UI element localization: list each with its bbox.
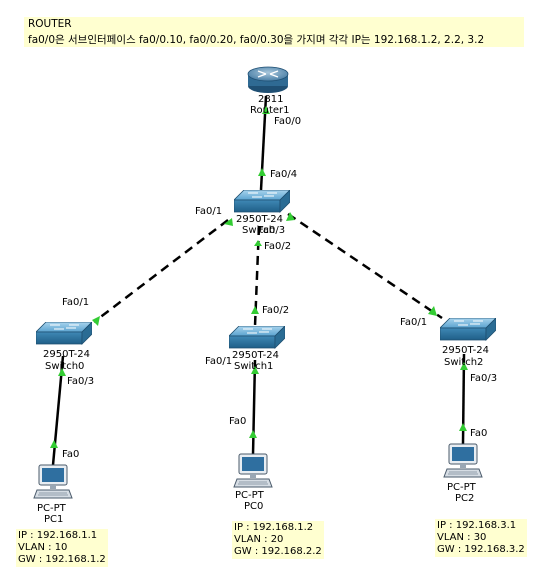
switch0-name-label: Switch0 <box>45 361 84 372</box>
port-indicator-switch0-fa01 <box>92 316 100 326</box>
pc2-gw: GW : 192.168.3.2 <box>437 544 525 555</box>
pc1-name-label: PC1 <box>44 514 63 525</box>
pc0-ip: IP : 192.168.1.2 <box>234 522 314 533</box>
pc2-ip: IP : 192.168.3.1 <box>437 520 517 531</box>
pc1-device[interactable] <box>33 464 73 499</box>
pc2-info-box: IP : 192.168.3.1 VLAN : 30 GW : 192.168.… <box>435 519 527 557</box>
port-label-switch1-fa02: Fa0/2 <box>262 305 289 316</box>
pc0-info-box: IP : 192.168.1.2 VLAN : 20 GW : 192.168.… <box>232 521 324 559</box>
port-indicator-router-fa00 <box>262 106 270 114</box>
switch2-model-label: 2950T-24 <box>442 345 489 356</box>
port-label-pc1-fa0: Fa0 <box>62 449 79 460</box>
port-label-switch-fa01: Fa0/1 <box>195 206 222 217</box>
pc0-device[interactable] <box>233 453 273 488</box>
port-indicator-pc1-fa0 <box>50 440 58 448</box>
port-label-switch-fa02: Fa0/2 <box>264 241 291 252</box>
link-switch1-pc0[interactable] <box>251 359 257 456</box>
pc2-vlan: VLAN : 30 <box>437 532 487 543</box>
switch2-name-label: Switch2 <box>444 357 483 368</box>
router-model-label: 2811 <box>258 94 283 105</box>
switch0-model-label: 2950T-24 <box>43 349 90 360</box>
pc2-model-label: PC-PT <box>447 482 477 493</box>
link-switch-switch2[interactable] <box>287 212 443 320</box>
port-indicator-switch1-fa01 <box>251 366 259 374</box>
port-label-switch2-fa01: Fa0/1 <box>400 317 427 328</box>
port-label-pc0-fa0: Fa0 <box>229 416 246 427</box>
port-label-switch0-fa01: Fa0/1 <box>62 297 89 308</box>
port-indicator-switch2-fa03 <box>460 362 468 370</box>
switch1-name-label: Switch1 <box>234 361 273 372</box>
pc1-model-label: PC-PT <box>37 503 67 514</box>
port-label-switch2-fa03: Fa0/3 <box>470 373 497 384</box>
port-indicator-switch-fa04 <box>258 168 266 176</box>
port-label-switch0-fa03: Fa0/3 <box>67 376 94 387</box>
router-name-label: Router1 <box>250 105 290 116</box>
pc0-model-label: PC-PT <box>235 490 265 501</box>
note-description: fa0/0은 서브인터페이스 fa0/0.10, fa0/0.20, fa0/0… <box>28 34 485 46</box>
switch-center-model-label: 2950T-24 <box>236 214 283 225</box>
port-indicator-switch1-fa02 <box>251 306 259 314</box>
pc2-name-label: PC2 <box>455 493 474 504</box>
router-arrows-icon <box>257 70 279 78</box>
port-indicator-switch-fa01 <box>224 218 233 226</box>
pc0-gw: GW : 192.168.2.2 <box>234 546 322 557</box>
port-indicator-switch0-fa03 <box>58 368 66 376</box>
pc1-info-box: IP : 192.168.1.1 VLAN : 10 GW : 192.168.… <box>16 529 108 567</box>
port-indicator-pc2-fa0 <box>459 423 467 431</box>
pc0-name-label: PC0 <box>244 501 263 512</box>
port-label-switch-fa03: Fa0/3 <box>258 225 285 236</box>
port-indicators <box>50 106 468 448</box>
port-indicator-switch2-fa01 <box>428 306 437 316</box>
port-label-pc2-fa0: Fa0 <box>470 428 487 439</box>
port-indicator-pc0-fa0 <box>249 430 257 438</box>
switch-center-name-label: Switch <box>242 225 275 236</box>
switch0-device[interactable] <box>36 322 92 345</box>
port-label-router-fa00: Fa0/0 <box>274 116 301 127</box>
pc1-gw: GW : 192.168.1.2 <box>18 554 106 565</box>
switch2-device[interactable] <box>440 318 496 341</box>
switch1-model-label: 2950T-24 <box>232 350 279 361</box>
port-indicator-switch-fa02 <box>254 240 262 246</box>
port-label-switch-fa04: Fa0/4 <box>270 169 297 180</box>
pc1-ip: IP : 192.168.1.1 <box>18 530 98 541</box>
port-label-switch1-fa01: Fa0/1 <box>205 356 232 367</box>
router1[interactable] <box>247 66 289 93</box>
link-switch-switch0[interactable] <box>93 219 229 323</box>
topology-note: ROUTER fa0/0은 서브인터페이스 fa0/0.10, fa0/0.20… <box>24 17 524 47</box>
pc0-vlan: VLAN : 20 <box>234 534 284 545</box>
pc1-vlan: VLAN : 10 <box>18 542 68 553</box>
switch1-device[interactable] <box>229 326 285 349</box>
switch-center-device[interactable] <box>234 190 290 213</box>
port-indicator-switch-fa03 <box>286 212 295 221</box>
note-title: ROUTER <box>28 18 72 30</box>
pc2-device[interactable] <box>443 443 483 478</box>
